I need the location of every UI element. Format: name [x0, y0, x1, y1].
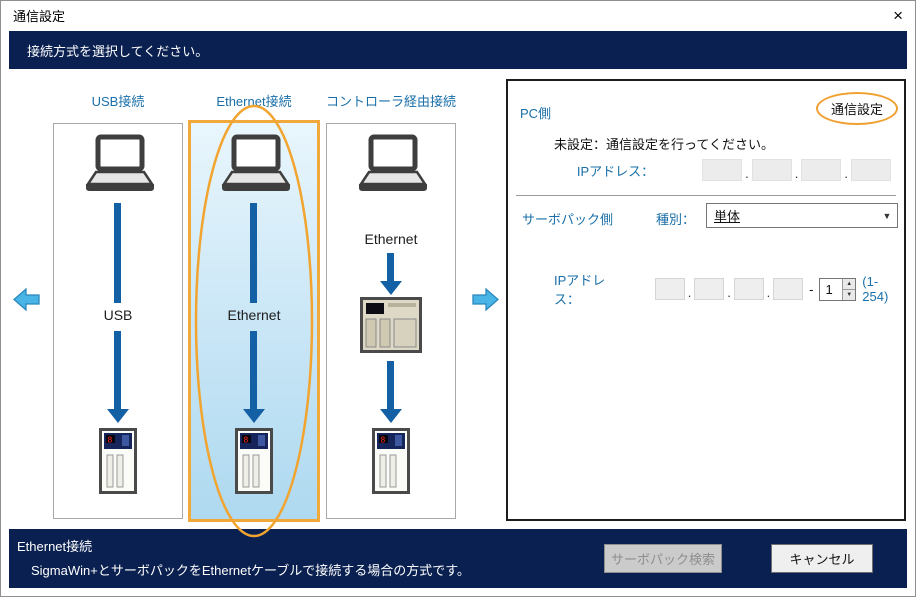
servo-ip-row: IPアドレス： . . . - 1 ▲▼ (1-254)	[554, 270, 904, 308]
header-prompt: 接続方式を選択してください。	[27, 43, 209, 59]
cable-label-controller-ethernet: Ethernet	[364, 231, 418, 247]
cable-label-usb: USB	[103, 307, 133, 323]
scroll-right-arrow-icon[interactable]	[472, 286, 499, 313]
pc-ip-status-message: 未設定：通信設定を行ってください。	[554, 137, 774, 152]
column-title-controller: コントローラ経由接続	[325, 94, 456, 109]
column-title-ethernet: Ethernet接続	[216, 94, 292, 109]
pc-ip-octet-3-field[interactable]	[801, 159, 842, 181]
ip-separator: .	[687, 284, 692, 300]
connection-option-controller[interactable]	[326, 123, 456, 519]
ip-separator: .	[745, 165, 749, 181]
down-arrow	[250, 203, 257, 303]
cancel-button[interactable]: キャンセル	[771, 544, 873, 573]
cable-label-ethernet: Ethernet	[227, 307, 281, 323]
servopack-side-label: サーボパック側	[522, 212, 614, 227]
titlebar: 通信設定 ×	[1, 1, 915, 29]
header-bar: 接続方式を選択してください。	[9, 31, 907, 69]
ip-separator: .	[844, 165, 848, 181]
pc-ip-octet-4-field[interactable]	[851, 159, 891, 181]
ip-separator: .	[766, 284, 771, 300]
panel-divider	[516, 195, 896, 196]
axis-number-stepper[interactable]: 1 ▲▼	[819, 277, 857, 301]
ip-dash-separator: -	[809, 281, 814, 297]
ip-separator: .	[794, 165, 799, 181]
down-arrow	[114, 203, 121, 303]
window-title: 通信設定	[13, 8, 66, 24]
down-arrow-head-icon	[243, 409, 265, 423]
type-dropdown-value: 単体	[714, 209, 741, 224]
scroll-left-arrow-icon[interactable]	[13, 286, 40, 313]
range-hint: (1-254)	[862, 274, 889, 304]
stepper-up-icon[interactable]: ▲	[843, 278, 856, 290]
down-arrow	[387, 253, 394, 281]
down-arrow	[114, 331, 121, 409]
communication-settings-button[interactable]: 通信設定	[815, 92, 898, 125]
servo-ip-octet-2-field[interactable]	[694, 278, 725, 300]
footer-description: SigmaWin+とサーボパックをEthernetケーブルで接続する場合の方式で…	[31, 563, 470, 578]
down-arrow	[250, 331, 257, 409]
stepper-down-icon[interactable]: ▼	[843, 289, 856, 300]
pc-ip-octet-2-field[interactable]	[751, 159, 792, 181]
ip-separator: .	[727, 284, 731, 300]
footer-bar: Ethernet接続 SigmaWin+とサーボパックをEthernetケーブル…	[9, 529, 907, 588]
type-label: 種別：	[656, 212, 696, 227]
servo-ip-octet-1-field[interactable]	[654, 278, 685, 300]
servopack-search-button[interactable]: サーボパック検索	[604, 544, 722, 573]
down-arrow	[387, 361, 394, 409]
footer-selected-title: Ethernet接続	[17, 539, 93, 554]
close-icon[interactable]: ×	[893, 5, 903, 25]
chevron-down-icon[interactable]: ▼	[882, 210, 892, 221]
pc-ip-octet-1-field[interactable]	[702, 159, 743, 181]
pc-ip-row: IPアドレス： . . .	[508, 159, 891, 181]
stepper-buttons: ▲▼	[842, 278, 856, 300]
servo-ip-octet-3-field[interactable]	[733, 278, 764, 300]
down-arrow-head-icon	[107, 409, 129, 423]
axis-number-value[interactable]: 1	[825, 281, 833, 297]
type-dropdown[interactable]: 単体 ▼	[706, 203, 898, 228]
pc-side-label: PC側	[520, 106, 552, 121]
servo-ip-label: IPアドレス：	[554, 273, 606, 307]
down-arrow-head-icon	[380, 409, 402, 423]
down-arrow-head-icon	[380, 281, 402, 295]
pc-ip-label: IPアドレス：	[576, 163, 655, 179]
settings-panel: PC側 通信設定 未設定：通信設定を行ってください。 IPアドレス： . . .…	[506, 79, 906, 521]
servo-ip-octet-4-field[interactable]	[773, 278, 804, 300]
column-title-usb: USB接続	[91, 94, 145, 109]
